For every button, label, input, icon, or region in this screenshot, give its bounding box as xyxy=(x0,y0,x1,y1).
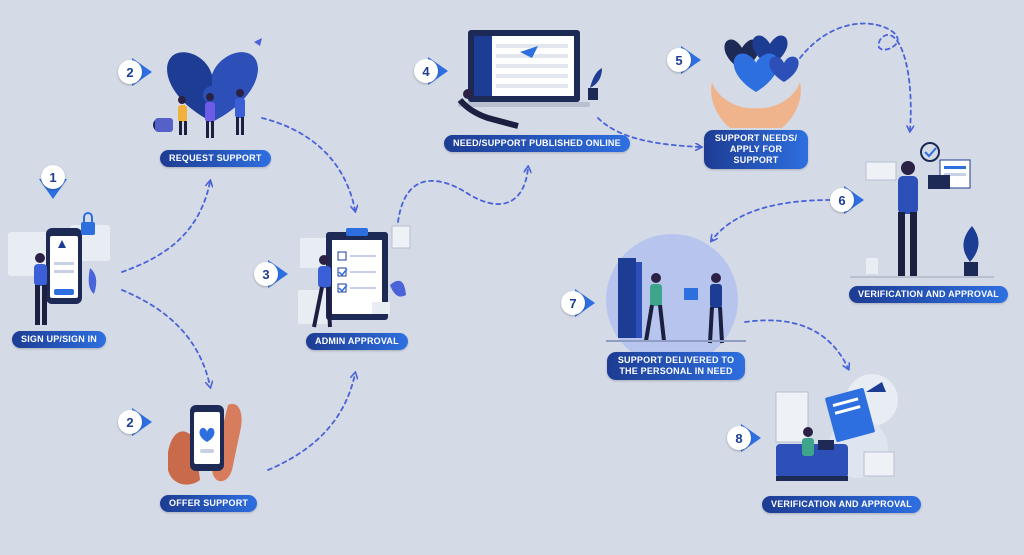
step-6-badge: 6 xyxy=(830,183,864,217)
step-5-label: SUPPORT NEEDS/ APPLY FOR SUPPORT xyxy=(704,130,808,169)
signup-illustration xyxy=(8,212,110,325)
delivery-illustration xyxy=(606,234,746,366)
step-6-label: VERIFICATION AND APPROVAL xyxy=(849,286,1009,303)
connector-1-to-2a xyxy=(121,182,210,273)
connector-6-to-7 xyxy=(712,199,831,240)
connector-2a-to-3 xyxy=(261,117,355,210)
connector-4-to-5 xyxy=(597,117,700,147)
step-8-label: VERIFICATION AND APPROVAL xyxy=(762,496,922,513)
step-2-offer-number: 2 xyxy=(118,410,142,434)
step-1-number: 1 xyxy=(41,165,65,189)
verification-2-illustration xyxy=(775,374,898,481)
step-6-number: 6 xyxy=(830,188,854,212)
step-4-badge: 4 xyxy=(414,54,448,88)
step-1-badge: 1 xyxy=(36,165,70,199)
step-3-number: 3 xyxy=(254,262,278,286)
step-2-offer-label: OFFER SUPPORT xyxy=(160,495,258,512)
offer-support-illustration xyxy=(168,403,242,485)
admin-approval-illustration xyxy=(298,225,411,328)
step-3-label: ADMIN APPROVAL xyxy=(306,333,408,350)
connector-7-to-8 xyxy=(744,319,848,368)
connector-5-to-6 xyxy=(799,22,911,130)
step-1-label: SIGN UP/SIGN IN xyxy=(12,331,107,348)
step-4-label: NEED/SUPPORT PUBLISHED ONLINE xyxy=(444,135,630,152)
step-2-request-label: REQUEST SUPPORT xyxy=(160,150,271,167)
published-online-illustration xyxy=(457,30,602,129)
step-7-number: 7 xyxy=(561,291,585,315)
request-support-illustration xyxy=(153,38,262,138)
flow-connectors xyxy=(121,22,911,471)
step-2-request-badge: 2 xyxy=(118,55,152,89)
step-3-badge: 3 xyxy=(254,257,288,291)
step-8-number: 8 xyxy=(727,426,751,450)
step-4-number: 4 xyxy=(414,59,438,83)
step-7-label: SUPPORT DELIVERED TO THE PERSONAL IN NEE… xyxy=(607,352,745,380)
connector-2b-to-3 xyxy=(267,374,355,471)
connector-1-to-2b xyxy=(121,289,210,386)
step-2-offer-badge: 2 xyxy=(118,405,152,439)
step-8-badge: 8 xyxy=(727,421,761,455)
step-2-request-number: 2 xyxy=(118,60,142,84)
step-5-number: 5 xyxy=(667,48,691,72)
verification-1-illustration xyxy=(850,142,994,278)
connector-3-to-4 xyxy=(397,168,528,223)
step-5-badge: 5 xyxy=(667,43,701,77)
apply-support-illustration xyxy=(711,35,801,128)
step-7-badge: 7 xyxy=(561,286,595,320)
